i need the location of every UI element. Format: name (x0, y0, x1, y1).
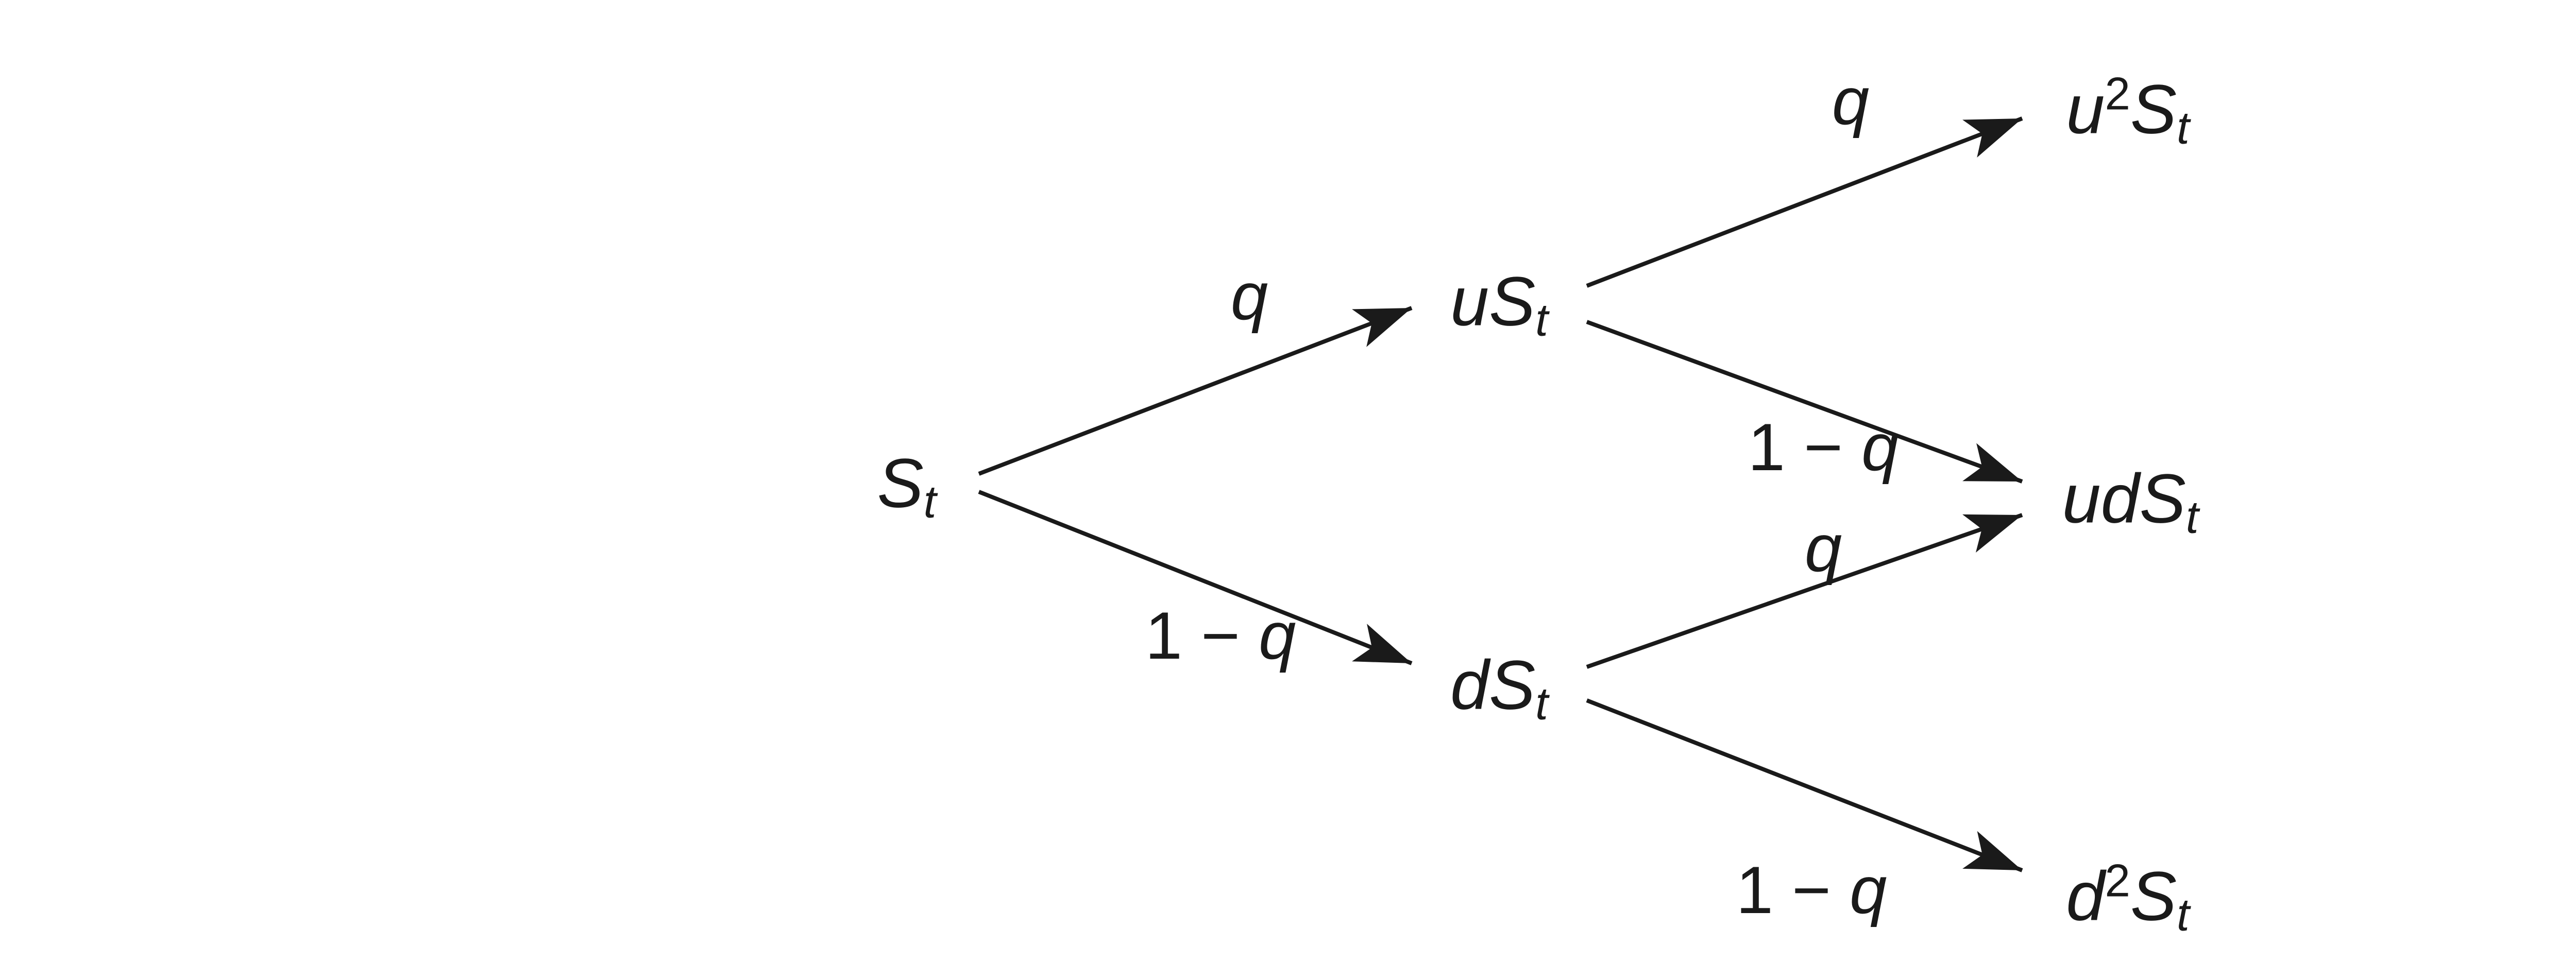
edge-label-up-updown-1mq: 1 − q (1748, 409, 1899, 485)
edge-down-to-updown-arrow (1586, 513, 2023, 669)
node-udSt: udSt (2062, 459, 2199, 543)
edge-up-to-updown-arrow (1586, 320, 2023, 484)
node-dSt: dSt (1450, 646, 1548, 729)
edge-label-down-updown-q: q (1804, 510, 1842, 586)
node-d2St: d2St (2066, 854, 2190, 940)
edge-root-to-up-arrow (978, 306, 1413, 476)
edge-down-to-downdown-arrow (1586, 698, 2023, 872)
edge-label-root-down-1mq: 1 − q (1145, 598, 1296, 673)
edge-up-to-upup-arrow (1586, 116, 2023, 288)
edge-label-down-downdown-1mq: 1 − q (1736, 852, 1887, 927)
node-u2St: u2St (2066, 67, 2190, 153)
node-uSt: uSt (1450, 262, 1548, 346)
edge-label-root-up-q: q (1230, 259, 1268, 334)
edge-root-to-down-arrow (978, 490, 1413, 665)
edge-label-up-upup-q: q (1832, 63, 1870, 139)
node-St: St (877, 444, 937, 527)
